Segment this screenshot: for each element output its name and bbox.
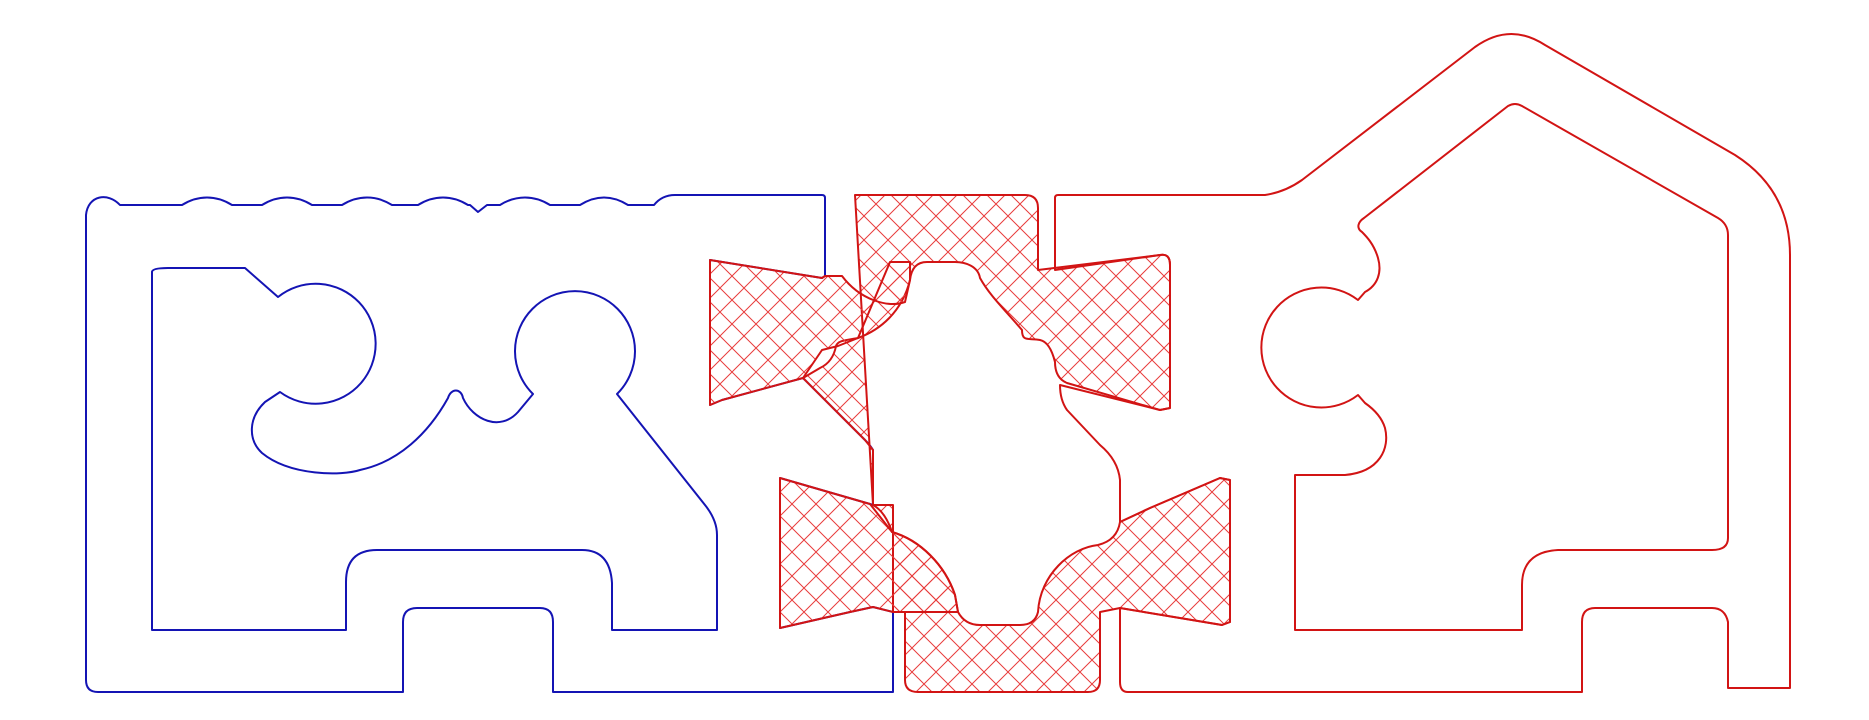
right-profile-outer-contour: [1054, 33, 1791, 693]
left-profile: [85, 194, 894, 693]
center-connector-body: [802, 194, 1231, 693]
left-profile-outer-contour: [85, 194, 894, 693]
right-profile: [1054, 33, 1791, 693]
right-profile-inner-cavity: [1260, 103, 1729, 631]
center-connector-left-jaw: [709, 259, 911, 406]
left-profile-inner-cavity: [151, 267, 718, 631]
center-connector: [709, 194, 1231, 693]
center-connector-lower-left-jaw: [779, 477, 959, 629]
